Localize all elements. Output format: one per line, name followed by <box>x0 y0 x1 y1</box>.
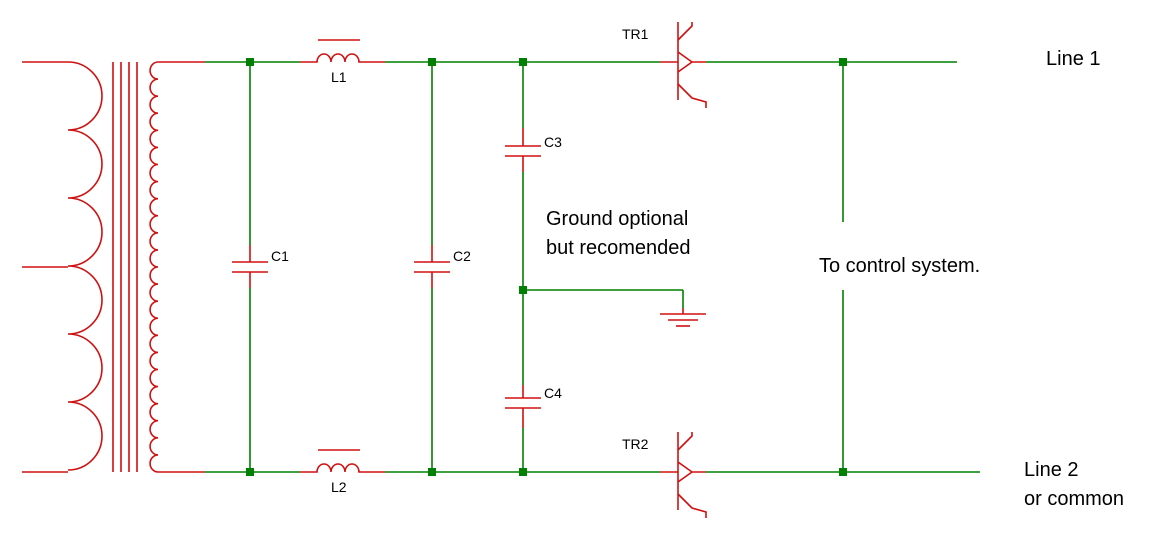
ground-symbol <box>660 308 706 327</box>
transistor-leg <box>677 493 707 518</box>
label-control-system: To control system. <box>819 255 980 277</box>
label-c3: C3 <box>544 134 562 150</box>
transistor-leg <box>677 22 693 41</box>
junction-dot <box>246 58 254 66</box>
junction-dots <box>246 58 847 476</box>
junction-dot <box>519 58 527 66</box>
transistor-leg <box>677 432 693 451</box>
label-line2: Line 2 <box>1024 459 1079 481</box>
inductor-l1-coil <box>300 53 385 63</box>
transistor-leg <box>677 83 707 108</box>
capacitor-c2 <box>414 245 450 288</box>
label-l2: L2 <box>331 479 347 495</box>
capacitor-c3 <box>505 128 541 172</box>
inductor-l2 <box>300 449 385 473</box>
transistor-leg <box>677 51 706 63</box>
inductor-l2-coil <box>300 463 385 473</box>
transistor-leg <box>677 461 706 473</box>
primary-winding <box>67 61 103 471</box>
transistor-leg <box>677 61 693 73</box>
label-l1: L1 <box>331 69 347 85</box>
junction-dot <box>839 468 847 476</box>
transistor-tr2 <box>660 432 707 518</box>
label-c2: C2 <box>453 248 471 264</box>
capacitor-c1 <box>232 245 268 288</box>
label-c1: C1 <box>271 248 289 264</box>
label-c4: C4 <box>544 385 562 401</box>
label-tr2: TR2 <box>622 436 649 452</box>
label-but-recommended: but recomended <box>546 237 691 259</box>
label-tr1: TR1 <box>622 26 649 42</box>
junction-dot <box>428 468 436 476</box>
label-ground-optional: Ground optional <box>546 208 688 230</box>
transistor-leg <box>677 471 693 483</box>
junction-dot <box>519 286 527 294</box>
label-line1: Line 1 <box>1046 48 1101 70</box>
transformer <box>22 61 205 473</box>
capacitor-c4 <box>505 385 541 428</box>
junction-dot <box>428 58 436 66</box>
inductor-l1 <box>300 39 385 63</box>
junction-dot <box>246 468 254 476</box>
transistor-tr1 <box>660 22 707 108</box>
junction-dot <box>519 468 527 476</box>
secondary-winding <box>149 61 159 473</box>
junction-dot <box>839 58 847 66</box>
label-or-common: or common <box>1024 488 1124 510</box>
